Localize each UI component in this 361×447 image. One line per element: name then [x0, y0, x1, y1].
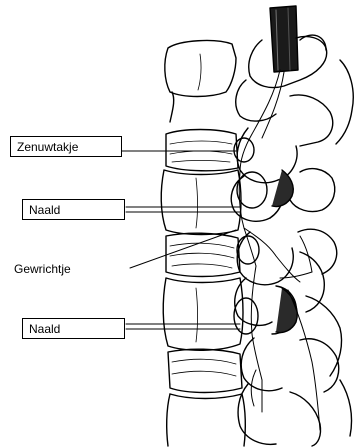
- intervertebral-disc-1: [166, 130, 238, 171]
- spinal-cord: [270, 6, 298, 72]
- intervertebral-disc-3: [168, 349, 242, 392]
- needle-top: [126, 207, 240, 212]
- label-needle-bottom: Naald: [22, 318, 125, 339]
- vertebral-body-2: [161, 170, 241, 235]
- label-joint: Gewrichtje: [14, 263, 71, 275]
- vertebral-body-1: [165, 41, 236, 122]
- needle-bottom: [126, 324, 240, 329]
- vertebral-body-3: [163, 278, 243, 350]
- transverse-process-1: [290, 60, 353, 146]
- label-nerve-branch: Zenuwtakje: [10, 136, 122, 157]
- label-needle-top: Naald: [22, 199, 125, 220]
- intervertebral-disc-2: [166, 233, 240, 276]
- vertebral-body-4: [167, 394, 246, 446]
- joint-leader: [130, 230, 236, 268]
- nerve-branches: [239, 70, 320, 430]
- facet-joint-2: [237, 172, 267, 208]
